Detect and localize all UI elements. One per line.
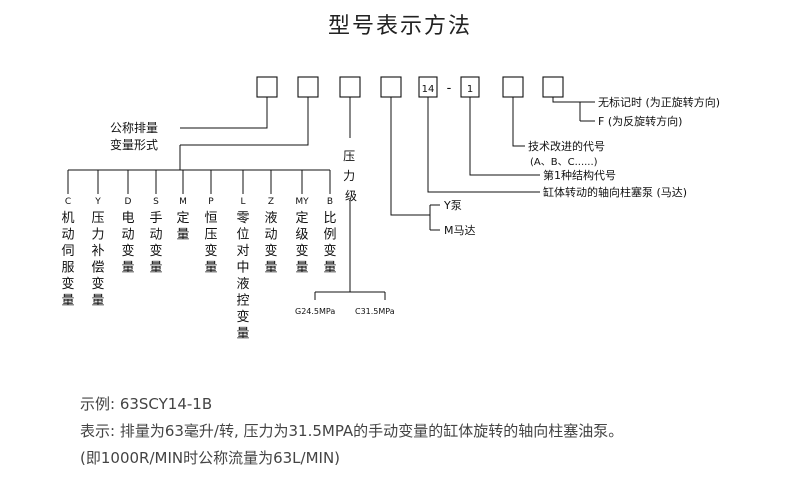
variable-mode-code: M bbox=[179, 197, 187, 207]
variable-mode-code: P bbox=[208, 197, 214, 207]
label-displacement: 公称排量 bbox=[110, 121, 158, 135]
variable-mode-label: 定量 bbox=[176, 211, 189, 243]
box-label-14: 14 bbox=[422, 84, 435, 95]
page-title: 型号表示方法 bbox=[327, 14, 472, 39]
label-no-mark: 无标记时 (为正旋转方向) bbox=[598, 95, 720, 109]
variable-mode-label: 比例变量 bbox=[323, 211, 336, 276]
variable-mode-code: MY bbox=[295, 197, 309, 207]
code-box-1 bbox=[256, 76, 278, 98]
code-box-2 bbox=[297, 76, 319, 98]
code-box-3 bbox=[339, 76, 361, 98]
box-label-1: 1 bbox=[467, 84, 473, 95]
pressure-option-c: C31.5MPa bbox=[355, 307, 395, 316]
label-m-motor: M马达 bbox=[444, 224, 476, 237]
variable-mode-code: Y bbox=[94, 197, 101, 207]
label-axial-pump: 缸体转动的轴向柱塞泵 (马达) bbox=[543, 185, 687, 199]
variable-mode-label: 压力补偿变量 bbox=[91, 211, 104, 309]
connector-lines bbox=[67, 97, 595, 300]
variable-mode-code: C bbox=[65, 197, 71, 207]
variable-mode-code: D bbox=[125, 197, 132, 207]
dash: - bbox=[447, 81, 452, 96]
label-y-pump: Y泵 bbox=[443, 199, 462, 212]
label-variable-form: 变量形式 bbox=[110, 137, 158, 152]
variable-mode-code: Z bbox=[268, 197, 274, 207]
code-boxes bbox=[256, 76, 564, 98]
code-box-4 bbox=[380, 76, 402, 98]
variable-mode-code: S bbox=[153, 197, 159, 207]
code-box-8 bbox=[542, 76, 564, 98]
example-line-1: 示例: 63SCY14-1B bbox=[80, 395, 213, 413]
variable-mode-label: 液动变量 bbox=[264, 211, 277, 276]
pressure-option-g: G24.5MPa bbox=[295, 307, 335, 316]
variable-mode-label: 电动变量 bbox=[121, 211, 134, 276]
label-tech-code: 技术改进的代号 bbox=[528, 139, 605, 153]
variable-mode-label: 零位对中液控变量 bbox=[236, 211, 249, 342]
variable-mode-code: B bbox=[327, 197, 333, 207]
label-f-mark: F (为反旋转方向) bbox=[598, 114, 682, 128]
label-pressure-grade: 压 力 级 bbox=[343, 149, 359, 203]
variable-mode-label: 定级变量 bbox=[295, 211, 308, 276]
example-line-2: 表示: 排量为63毫升/转, 压力为31.5MPA的手动变量的缸体旋转的轴向柱塞… bbox=[80, 422, 624, 440]
label-tech-code-sub: (A、B、C......) bbox=[530, 157, 598, 168]
variable-mode-code: L bbox=[240, 197, 245, 207]
variable-mode-label: 恒压变量 bbox=[204, 211, 217, 276]
example-line-3: (即1000R/MIN时公称流量为63L/MIN) bbox=[80, 449, 341, 467]
label-structure-code: 第1种结构代号 bbox=[543, 168, 616, 182]
variable-mode-label: 手动变量 bbox=[149, 211, 162, 276]
code-box-7 bbox=[502, 76, 524, 98]
variable-mode-label: 机动伺服变量 bbox=[61, 211, 74, 309]
variable-mode-columns: C 机动伺服变量 Y 压力补偿变量 D 电动变量 S 手动变量 M 定量 P 恒压变量 L 零位对中液控变… bbox=[61, 197, 336, 342]
